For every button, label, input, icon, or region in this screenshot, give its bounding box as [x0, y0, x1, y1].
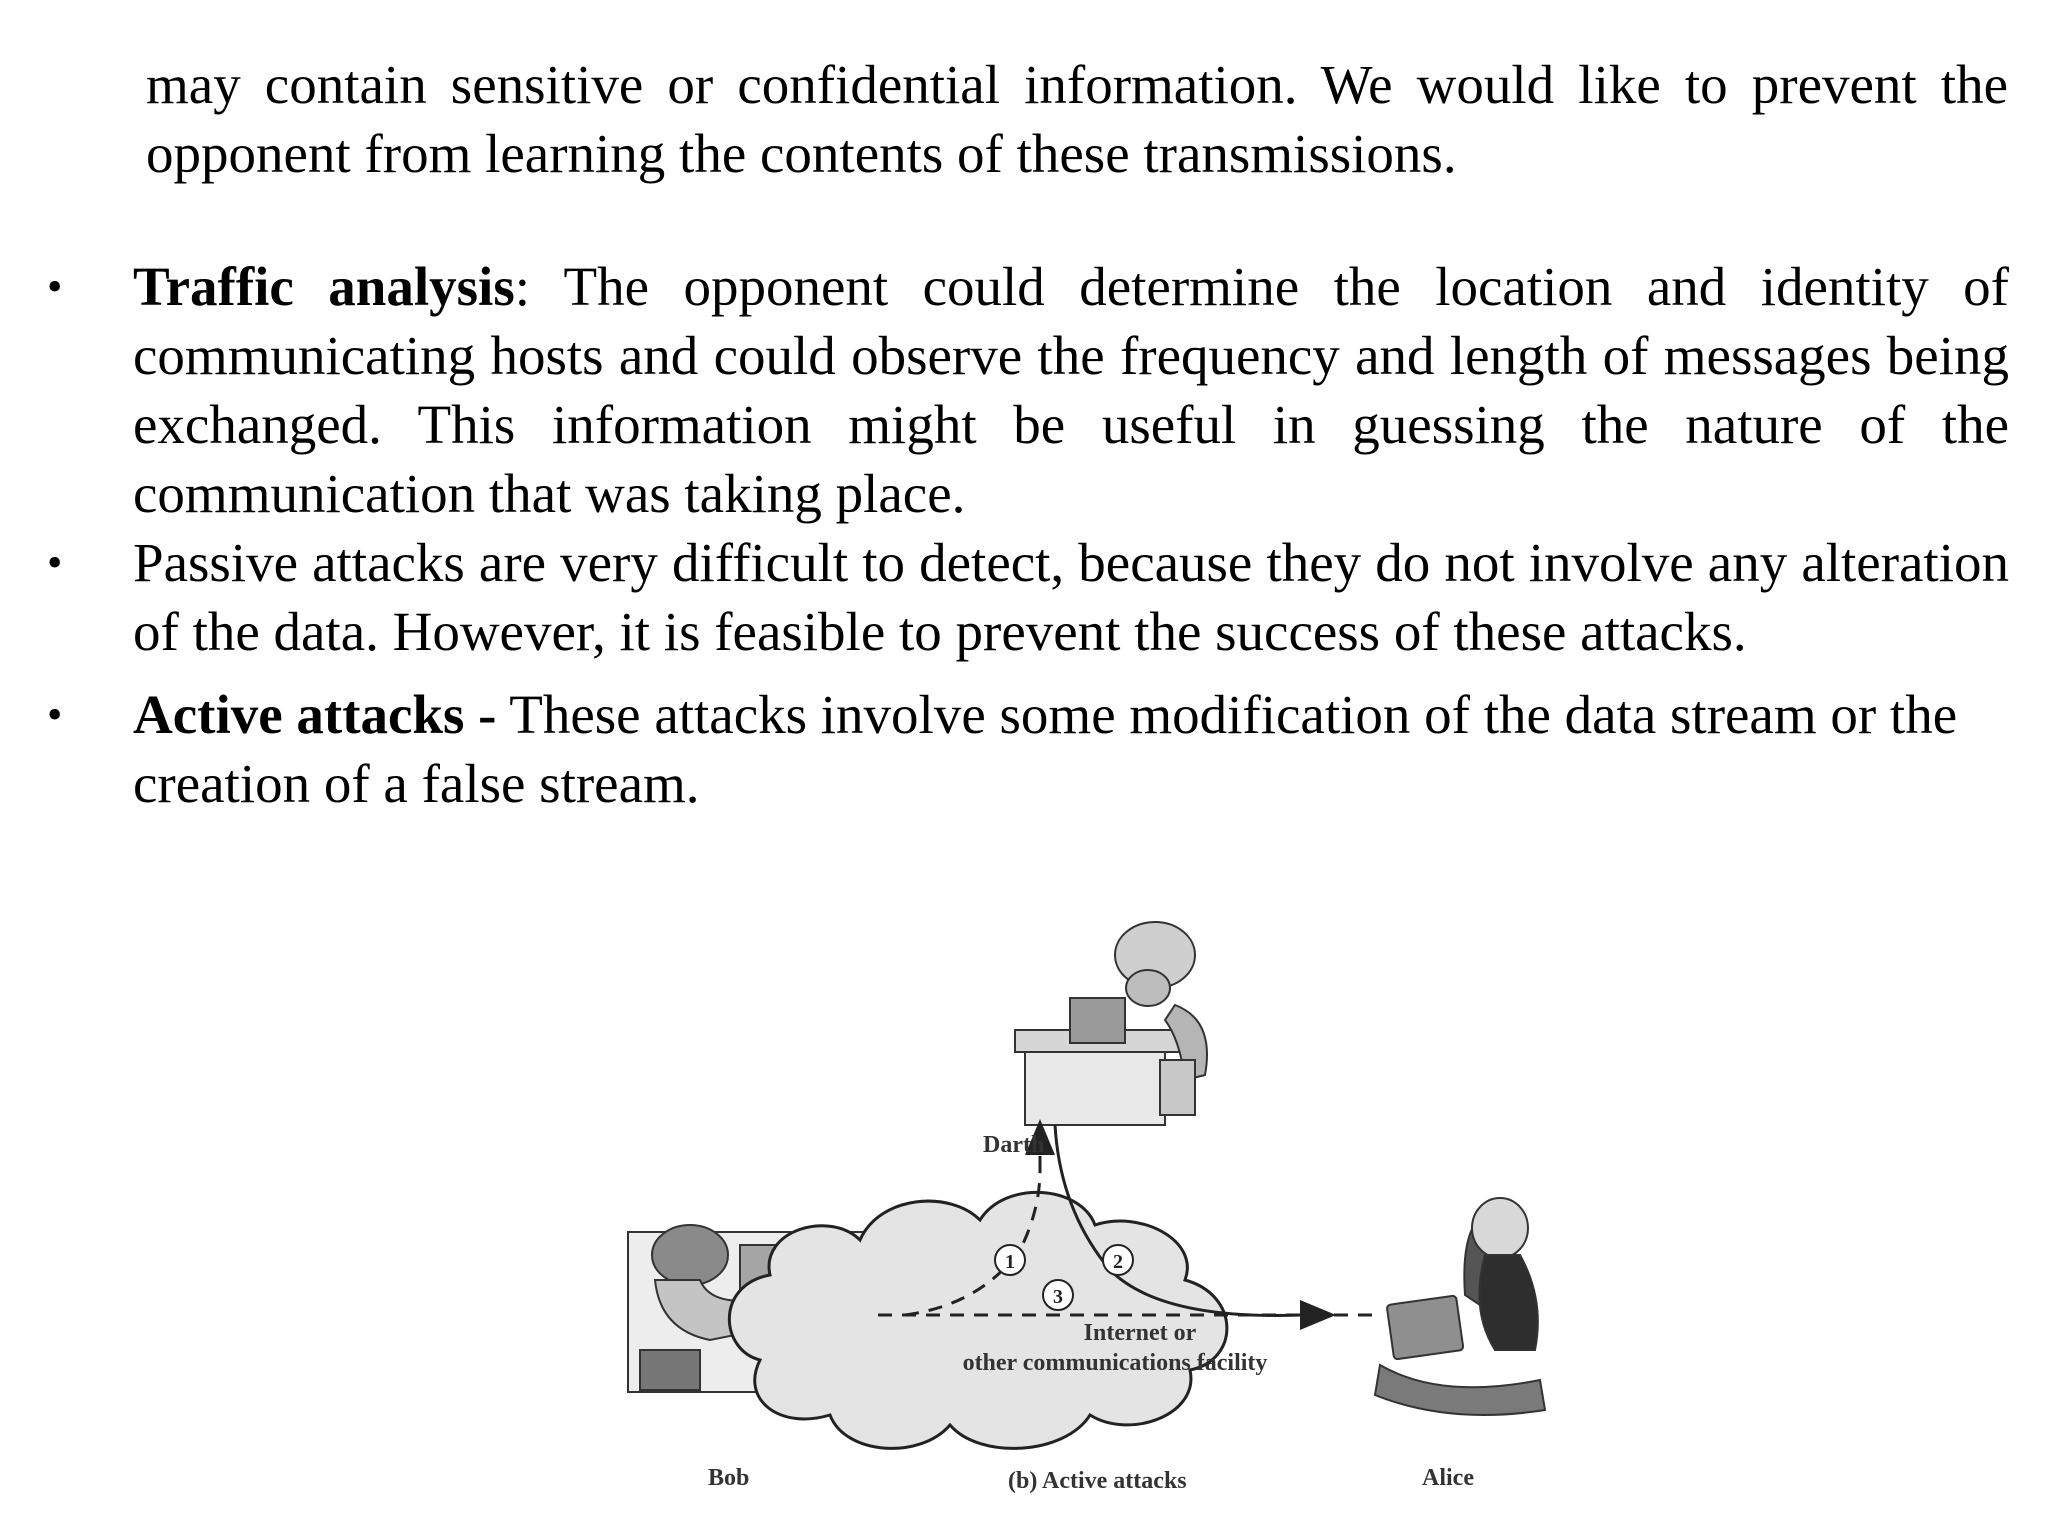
- bullet-body: The opponent could determine the locatio…: [133, 256, 2009, 524]
- darth-label: Darth: [983, 1132, 1045, 1158]
- bullet-body: These attacks involve some modification …: [133, 684, 1958, 814]
- alice-label: Alice: [1422, 1465, 1474, 1491]
- step-2-number: 2: [1113, 1251, 1123, 1273]
- bullet-passive-attacks: • Passive attacks are very difficult to …: [47, 528, 2009, 666]
- intro-paragraph: may contain sensitive or confidential in…: [146, 54, 2008, 184]
- bullet-active-attacks: • Active attacks - These attacks involve…: [47, 680, 2009, 818]
- bob-label: Bob: [708, 1465, 750, 1491]
- step-1-marker: 1: [994, 1244, 1026, 1276]
- alice-illustration: [1373, 1197, 1547, 1416]
- cloud-label-line2: other communications facility: [962, 1350, 1268, 1376]
- figure-caption: (b) Active attacks: [1008, 1468, 1187, 1494]
- darth-illustration: [1014, 921, 1208, 1126]
- active-attacks-diagram: 1 2 3: [627, 921, 1547, 1450]
- cloud-label-line1: Internet or: [1083, 1320, 1197, 1346]
- bullet-dot: •: [47, 690, 63, 739]
- bullet-traffic-analysis: • Traffic analysis: The opponent could d…: [47, 252, 2009, 528]
- bullet-text: Traffic analysis: The opponent could det…: [133, 256, 2009, 524]
- bullet-term: Traffic analysis: [133, 256, 515, 317]
- bullet-term: Active attacks -: [133, 684, 497, 745]
- step-2-marker: 2: [1102, 1244, 1134, 1276]
- bullet-dot: •: [47, 538, 63, 587]
- bullet-text: Passive attacks are very difficult to de…: [133, 532, 2009, 662]
- dashed-path-bob-to-darth: [904, 1169, 1042, 1317]
- bullet-text: Active attacks - These attacks involve s…: [133, 684, 1957, 814]
- step-3-number: 3: [1053, 1286, 1063, 1308]
- step-1-number: 1: [1005, 1251, 1015, 1273]
- bullet-separator: :: [514, 256, 531, 317]
- bullet-dot: •: [47, 262, 63, 311]
- bullet-body: Passive attacks are very difficult to de…: [133, 532, 2009, 662]
- active-attacks-figure: 1 2 3 Darth Bob Alice Internet or other …: [600, 910, 1600, 1530]
- step-3-marker: 3: [1042, 1279, 1074, 1311]
- bullet-list: • Traffic analysis: The opponent could d…: [0, 252, 2048, 818]
